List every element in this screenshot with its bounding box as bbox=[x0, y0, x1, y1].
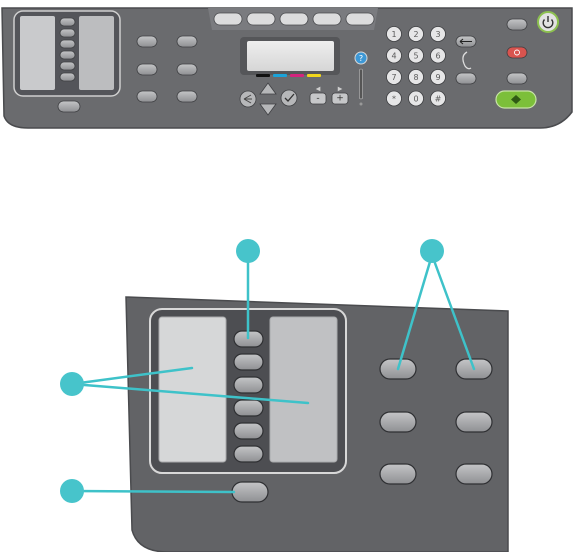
keypad-key-label: # bbox=[435, 95, 442, 104]
zoomed-speed-dial-button-4[interactable] bbox=[234, 400, 263, 416]
zoomed-label-card-right bbox=[270, 317, 337, 462]
keypad-key-label: 6 bbox=[435, 52, 440, 61]
keypad-key-label: 3 bbox=[435, 30, 440, 39]
zoomed-speed-dial-button-6[interactable] bbox=[234, 446, 263, 462]
mode-button-1[interactable] bbox=[214, 13, 242, 25]
lcd-screen bbox=[247, 41, 334, 71]
speed-dial-button-1[interactable] bbox=[60, 18, 75, 26]
plus-label: + bbox=[336, 94, 344, 104]
keypad-key-label: 5 bbox=[413, 52, 418, 61]
shift-button-small[interactable] bbox=[58, 101, 80, 112]
label-card-right bbox=[79, 16, 114, 90]
zoomed-detail bbox=[60, 239, 508, 552]
keypad-key-label: 7 bbox=[391, 73, 396, 82]
keypad-key-label: 4 bbox=[391, 52, 396, 61]
speed-dial-button-2[interactable] bbox=[60, 29, 75, 37]
keypad-key-label: 1 bbox=[391, 30, 396, 39]
left-arrow-glyph: ◀ bbox=[316, 86, 321, 93]
function-button[interactable] bbox=[177, 36, 197, 47]
callout-marker-speed-dial bbox=[236, 239, 260, 263]
speed-dial-button-3[interactable] bbox=[60, 40, 75, 48]
speed-dial-button-6[interactable] bbox=[60, 73, 75, 81]
scan-button[interactable] bbox=[507, 73, 527, 84]
ink-indicator bbox=[256, 74, 270, 77]
keypad-key-label: 2 bbox=[413, 30, 418, 39]
function-button[interactable] bbox=[137, 36, 157, 47]
zoomed-function-button-6[interactable] bbox=[456, 464, 492, 484]
zoomed-shift-button[interactable] bbox=[232, 482, 268, 502]
zoomed-speed-dial-button-3[interactable] bbox=[234, 377, 263, 393]
callout-line-shift bbox=[72, 491, 234, 492]
mode-button-3[interactable] bbox=[280, 13, 308, 25]
mode-buttons bbox=[214, 13, 374, 25]
redial-button[interactable] bbox=[456, 73, 476, 84]
callout-marker-function-buttons bbox=[420, 239, 444, 263]
keypad-key-label: 9 bbox=[435, 73, 440, 82]
right-arrow-glyph: ▶ bbox=[338, 86, 343, 93]
zoomed-label-card-left bbox=[159, 317, 226, 462]
function-button[interactable] bbox=[177, 91, 197, 102]
zoomed-speed-dial-button-2[interactable] bbox=[234, 354, 263, 370]
ok-button[interactable] bbox=[281, 90, 297, 106]
zoomed-function-button-5[interactable] bbox=[380, 464, 416, 484]
ink-indicator bbox=[273, 74, 287, 77]
keypad-key-label: 8 bbox=[413, 73, 418, 82]
callout-marker-shift-button bbox=[60, 479, 84, 503]
mode-button-2[interactable] bbox=[247, 13, 275, 25]
ink-indicator bbox=[307, 74, 321, 77]
speed-dial-button-4[interactable] bbox=[60, 51, 75, 59]
zoomed-function-button-4[interactable] bbox=[456, 412, 492, 432]
keypad-key-label: * bbox=[392, 95, 396, 104]
function-button[interactable] bbox=[137, 91, 157, 102]
mode-button-4[interactable] bbox=[313, 13, 341, 25]
speed-dial-button-5[interactable] bbox=[60, 62, 75, 70]
full-control-panel: ◀ ▶ - + ? 1 2 3 4 5 6 7 8 9 * 0 # bbox=[2, 8, 572, 128]
help-label: ? bbox=[359, 54, 363, 63]
zoomed-function-button-3[interactable] bbox=[380, 412, 416, 432]
cancel-button[interactable] bbox=[507, 47, 527, 58]
minus-label: - bbox=[316, 94, 319, 104]
setup-button[interactable] bbox=[507, 19, 527, 30]
mode-button-5[interactable] bbox=[346, 13, 374, 25]
zoomed-speed-dial-button-5[interactable] bbox=[234, 423, 263, 439]
function-button[interactable] bbox=[177, 64, 197, 75]
callout-marker-label-cards bbox=[60, 372, 84, 396]
keypad-key-label: 0 bbox=[413, 95, 418, 104]
label-card-left bbox=[20, 16, 55, 90]
status-light bbox=[360, 69, 363, 99]
function-button[interactable] bbox=[137, 64, 157, 75]
status-dot bbox=[360, 103, 363, 106]
ink-indicator bbox=[290, 74, 304, 77]
